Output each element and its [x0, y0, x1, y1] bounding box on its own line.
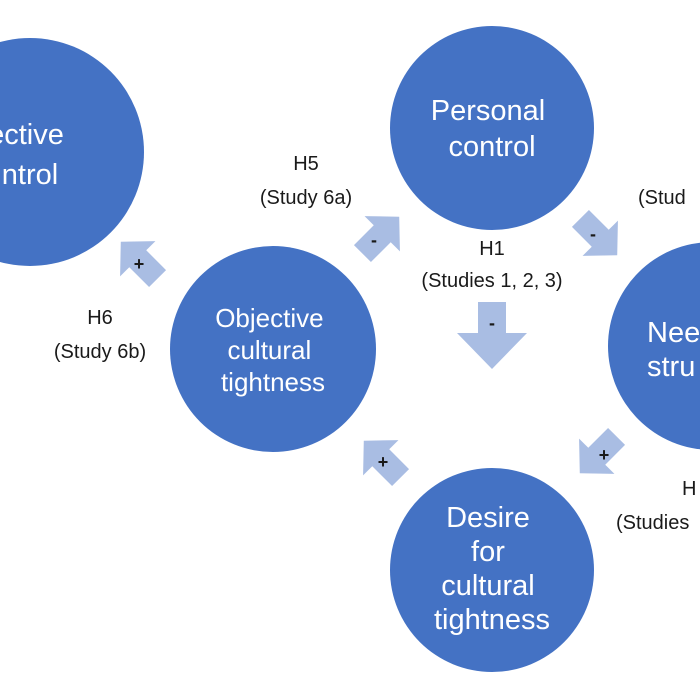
- arrow-shape: [120, 241, 167, 288]
- svg-text:Desire for cultura: Desire for cultural tightness: [434, 502, 550, 636]
- hypothesis-study: (Studies 1, 2, 3): [421, 270, 562, 292]
- arrow-sign: -: [489, 313, 495, 333]
- arrow-h6: [120, 241, 167, 288]
- node-circle: [170, 246, 376, 452]
- node-label-line: cultural: [441, 570, 535, 602]
- node-objective-cultural-tightness: Objective cultural tightness: [170, 246, 376, 452]
- svg-text:Objective cultural: Objective cultural tightness: [215, 303, 331, 397]
- arrow-shape: [457, 302, 527, 369]
- label-h5: H5 (Study 6a): [260, 153, 352, 209]
- node-label-line: for: [471, 536, 505, 568]
- arrow-top-right: [571, 209, 618, 256]
- node-label-line: stru: [647, 351, 695, 383]
- label-top-right: (Stud: [638, 187, 686, 209]
- arrow-bottom-left-sign: +: [378, 452, 389, 472]
- node-label-line: cultural: [227, 335, 311, 365]
- arrow-top-right-sign: -: [590, 224, 596, 244]
- arrow-bottom-left: [363, 440, 410, 487]
- hypothesis-study: (Stud: [638, 187, 686, 209]
- arrow-h5: [353, 216, 400, 263]
- node-label-line: ntrol: [2, 159, 58, 191]
- hypothesis-title: H5: [293, 153, 319, 175]
- hypothesis-study: (Study 6a): [260, 187, 352, 209]
- arrow-shape: [363, 440, 410, 487]
- node-desire-for-cultural-tightness: Desire for cultural tightness: [390, 468, 594, 672]
- node-label-line: ective: [0, 119, 64, 151]
- hypothesis-study: (Studies: [616, 512, 689, 534]
- svg-text:Nee stru: Nee stru: [647, 317, 700, 383]
- node-label-line: control: [448, 131, 535, 163]
- label-bottom-right: H (Studies: [616, 478, 696, 534]
- node-need-for-structure: Nee stru: [608, 242, 700, 450]
- node-label-line: Personal: [431, 95, 545, 127]
- node-label-line: tightness: [434, 604, 550, 636]
- hypothesis-title: H: [682, 478, 696, 500]
- node-label-line: Objective: [215, 303, 323, 333]
- svg-text:ective ntrol: ective ntrol: [0, 119, 72, 191]
- node-circle: [608, 242, 700, 450]
- node-circle: [0, 38, 144, 266]
- node-label-line: tightness: [221, 367, 325, 397]
- hypothesis-study: (Study 6b): [54, 341, 146, 363]
- node-circle: [390, 26, 594, 230]
- arrow-bottom-right-sign: +: [599, 445, 610, 465]
- node-label-line: Nee: [647, 317, 700, 349]
- arrow-bottom-right: [579, 427, 626, 474]
- node-subjective-control: ective ntrol: [0, 38, 144, 266]
- label-h6: H6 (Study 6b): [54, 307, 146, 363]
- hypothesis-title: H6: [87, 307, 113, 329]
- hypothesis-title: H1: [479, 238, 505, 260]
- node-label-line: Desire: [446, 502, 530, 534]
- arrow-h1: -: [457, 302, 527, 369]
- arrow-shape: [353, 216, 400, 263]
- node-personal-control: Personal control: [390, 26, 594, 230]
- arrow-h5-sign: -: [371, 230, 377, 250]
- arrow-h6-sign: +: [134, 254, 145, 274]
- label-h1: H1 (Studies 1, 2, 3): [421, 238, 562, 292]
- arrow-shape: [579, 427, 626, 474]
- arrow-shape: [571, 209, 618, 256]
- svg-text:Personal control: Personal control: [431, 95, 554, 163]
- node-circle: [390, 468, 594, 672]
